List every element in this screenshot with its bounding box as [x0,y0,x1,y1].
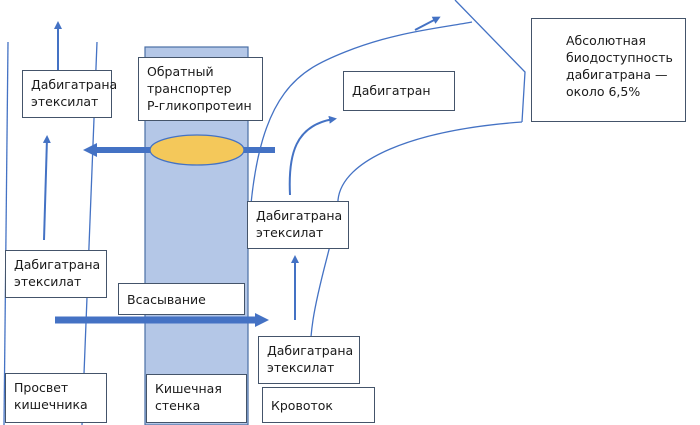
vessel-line-inner [309,121,523,381]
vessel-line-outer [249,21,473,216]
p-glycoprotein-ellipse [149,134,245,166]
label-lumen-area: Просвет кишечника [5,373,107,423]
label-blood-low: Дабигатрана этексилат [258,336,360,384]
label-lumen-mid: Дабигатрана этексилат [5,250,107,298]
arrow-lumen-mid [42,135,51,241]
lumen-line-left [3,41,9,425]
label-absorption: Всасывание [118,283,245,315]
label-blood-area: Кровоток [262,387,375,423]
label-bioavailability: Абсолютная биодоступность дабигатрана — … [531,18,686,122]
label-blood-mid: Дабигатрана этексилат [247,201,349,249]
label-transporter: Обратный транспортер P-гликопротеин [138,57,263,121]
arrow-to-dabigatran [288,115,337,196]
label-wall-area: Кишечная стенка [146,374,247,423]
arrow-to-bioavailability [414,16,441,31]
label-dabigatran: Дабигатран [343,71,455,111]
label-lumen-top: Дабигатрана этексилат [22,70,117,118]
vessel-line-top [454,0,526,123]
